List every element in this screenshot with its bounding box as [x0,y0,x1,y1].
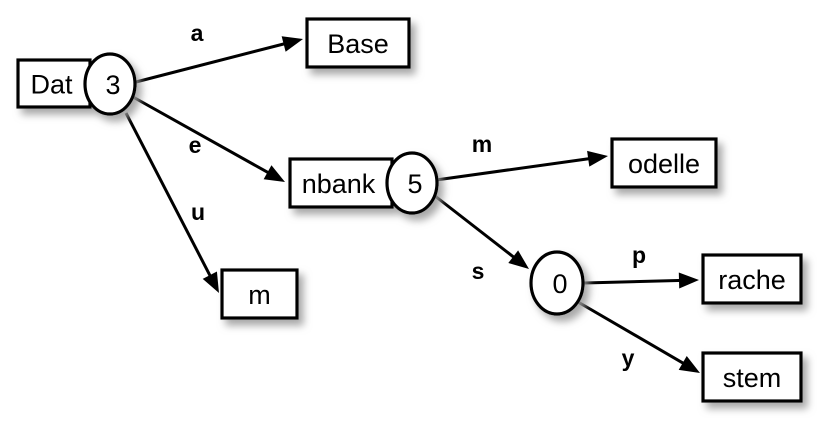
node-label-nbank: nbank [302,169,376,199]
edge-labels-layer: a e u m s p y [189,20,646,371]
node-rect-base [305,17,411,69]
node-label-base: Base [327,29,389,59]
arrow-head-e [263,165,285,182]
node-rect-rache [701,253,803,305]
arrow-head-y [678,356,700,373]
edge-line-m [435,156,593,182]
edge-e[interactable] [132,95,285,182]
edge-label-m: m [472,131,492,157]
edge-label-u: u [191,199,205,225]
arrow-head-u [202,271,219,293]
node-base[interactable] [305,17,411,69]
node-ellipse-nbank [385,151,439,215]
node-rect-odelle [610,137,718,189]
node-m[interactable] [220,268,299,320]
node-ellipse-label-nbank: 5 [407,169,422,199]
node-ellipse-dat [83,52,137,116]
edge-line-e [132,95,272,176]
node-label-m: m [248,280,271,310]
edge-line-s [434,194,518,261]
edge-u[interactable] [124,112,219,293]
edges-layer [124,36,700,373]
node-zero[interactable] [529,250,585,316]
nodes-layer: Dat 3 Base nbank 5 m odelle 0 rache stem [16,17,803,403]
edge-label-s: s [472,258,485,284]
edge-label-p: p [632,242,646,268]
node-rect-m [220,268,299,320]
node-label-rache: rache [718,265,786,295]
arrow-head-p [678,272,699,289]
edge-m[interactable] [435,150,608,182]
node-ellipse-zero [529,250,585,316]
edge-line-p [583,278,684,285]
node-label-odelle: odelle [628,149,700,179]
node-nbank[interactable] [288,151,439,215]
node-label-dat: Dat [30,70,73,100]
edge-label-e: e [189,132,202,158]
edge-label-y: y [622,345,635,371]
edge-a[interactable] [131,36,303,85]
node-rache[interactable] [701,253,803,305]
node-ellipse-label-dat: 3 [105,70,120,100]
edge-line-y [577,300,687,367]
node-rect-dat [16,58,92,109]
node-ellipse-label-zero: 0 [552,269,567,299]
arrow-head-a [281,36,303,52]
node-label-stem: stem [723,363,782,393]
edge-y[interactable] [577,300,700,373]
edge-s[interactable] [434,194,529,269]
edge-line-u [124,112,213,280]
arrow-head-s [508,250,529,269]
edge-line-a [131,41,288,85]
edge-label-a: a [191,20,204,46]
arrow-head-m [587,150,608,167]
edge-p[interactable] [583,272,699,289]
node-odelle[interactable] [610,137,718,189]
node-stem[interactable] [701,351,803,403]
node-dat[interactable] [16,52,137,116]
node-rect-stem [701,351,803,403]
